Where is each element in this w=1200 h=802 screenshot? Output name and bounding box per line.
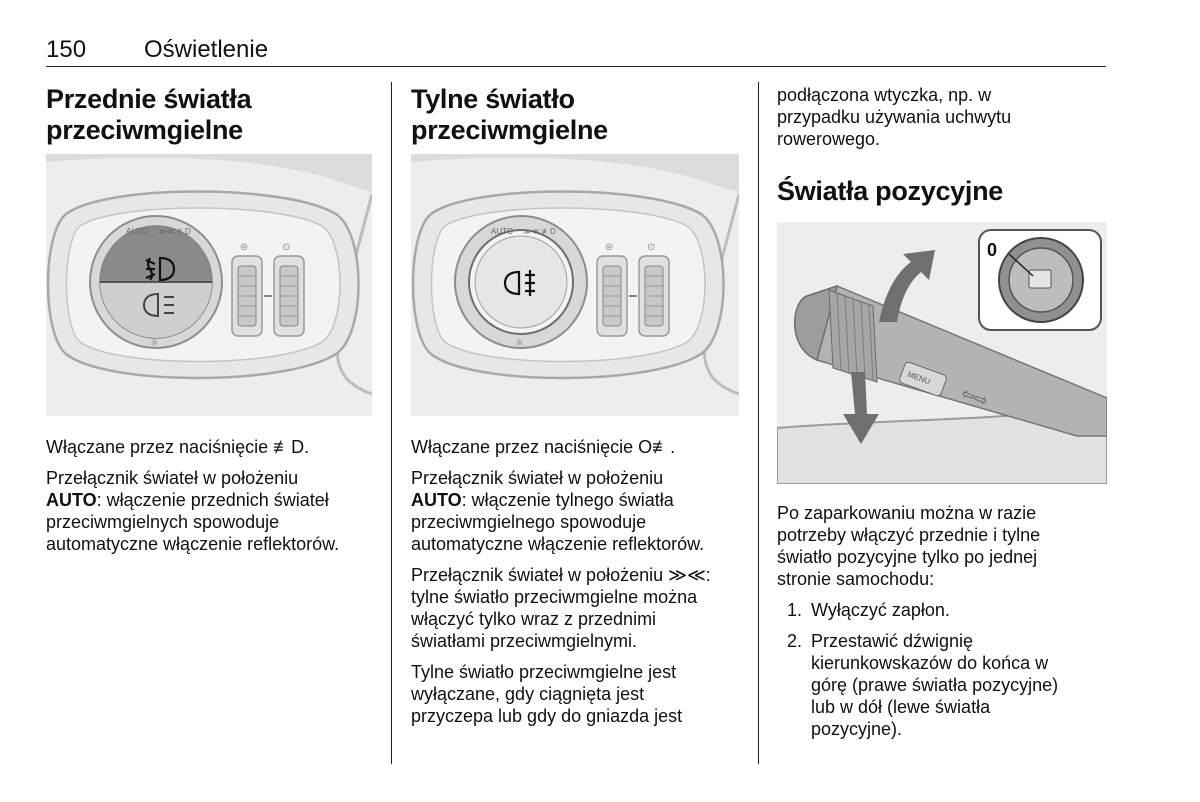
svg-text:AUTO: AUTO bbox=[491, 227, 513, 236]
column-divider-1 bbox=[391, 82, 392, 764]
paragraph: Włączane przez naciśnięcie ≢D. bbox=[46, 437, 310, 457]
section-title-rear-fog: Tylne światło przeciwmgielne bbox=[411, 84, 608, 145]
figure-front-fog-switch: AUTO ≫≪ ≢D ☼ ⊜ ⊙ bbox=[46, 154, 372, 416]
svg-text:☼: ☼ bbox=[150, 338, 159, 349]
column-rear-fog: Tylne światło przeciwmgielne bbox=[411, 84, 741, 146]
svg-text:⊜: ⊜ bbox=[605, 242, 613, 253]
section-title-front-fog: Przednie światła przeciwmgielne bbox=[46, 84, 252, 145]
svg-text:⊙: ⊙ bbox=[282, 242, 290, 253]
svg-text:0: 0 bbox=[987, 240, 997, 260]
column-parking-lights: podłączona wtyczka, np. w przypadku używ… bbox=[777, 84, 1107, 207]
svg-text:☼: ☼ bbox=[515, 338, 524, 349]
paragraph: Tylne światło przeciwmgielne jest wyłącz… bbox=[411, 662, 683, 726]
chapter-title: Oświetlenie bbox=[144, 36, 269, 63]
steps-list: 1. Wyłączyć zapłon. 2. Przestawić dźwign… bbox=[777, 599, 1107, 740]
column-rear-fog-text: Włączane przez naciśnięcie O≢. Przełączn… bbox=[411, 436, 751, 727]
svg-text:AUTO: AUTO bbox=[126, 227, 148, 236]
column-front-fog-text: Włączane przez naciśnięcie ≢D. Przełączn… bbox=[46, 436, 382, 555]
paragraph: Po zaparkowaniu można w razie potrzeby w… bbox=[777, 503, 1041, 589]
section-title-parking-lights: Światła pozycyjne bbox=[777, 176, 1003, 206]
svg-text:≫≪ ≢D: ≫≪ ≢D bbox=[158, 227, 191, 236]
page-header: 150 Oświetlenie bbox=[46, 32, 1106, 67]
svg-text:⊜: ⊜ bbox=[240, 242, 248, 253]
list-item: 1. Wyłączyć zapłon. bbox=[787, 600, 950, 620]
paragraph: Przełącznik świateł w położeniu AUTO: wł… bbox=[411, 468, 705, 554]
svg-text:≫≪ ≢D: ≫≪ ≢D bbox=[523, 227, 556, 236]
paragraph: Przełącznik świateł w położeniu AUTO: wł… bbox=[46, 468, 340, 554]
column-front-fog: Przednie światła przeciwmgielne bbox=[46, 84, 376, 146]
column-divider-2 bbox=[758, 82, 759, 764]
page-number: 150 bbox=[46, 36, 87, 63]
svg-text:⊙: ⊙ bbox=[647, 242, 655, 253]
figure-turn-signal-stalk: MENU ⇦⇨ 0 bbox=[777, 222, 1107, 484]
paragraph: Włączane przez naciśnięcie O≢. bbox=[411, 437, 676, 457]
paragraph: Przełącznik świateł w położeniu ≫≪: tyln… bbox=[411, 565, 711, 651]
paragraph-continued: podłączona wtyczka, np. w przypadku używ… bbox=[777, 85, 1012, 149]
figure-rear-fog-switch: AUTO ≫≪ ≢D ☼ ⊜ ⊙ bbox=[411, 154, 739, 416]
column-parking-lights-text: Po zaparkowaniu można w razie potrzeby w… bbox=[777, 502, 1107, 740]
list-item: 2. Przestawić dźwignię kierunkowskazów d… bbox=[787, 631, 1059, 739]
